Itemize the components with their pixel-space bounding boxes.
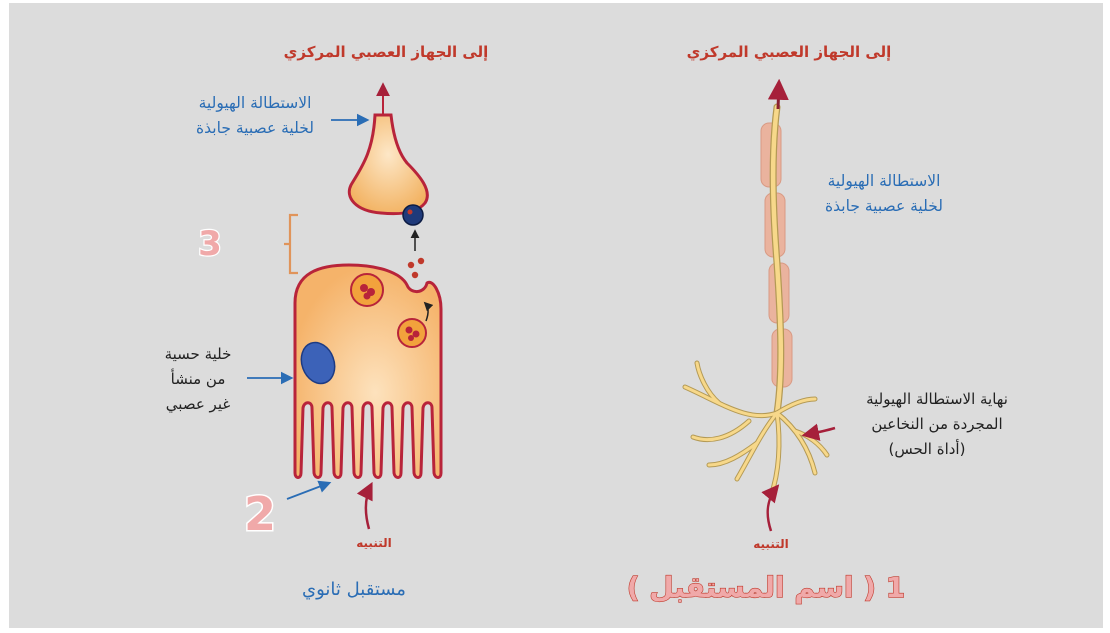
cell-label-line1: خلية حسية: [165, 345, 232, 363]
caption-secondary: مستقبل ثانوي: [302, 579, 406, 600]
cns-label-left: إلى الجهاز العصبي المركزي: [284, 43, 489, 62]
dendrite-label-right-line1: الاستطالة الهيولية: [828, 172, 941, 191]
cell-label-line2: من منشأ: [171, 368, 226, 388]
transmitter-dot: [412, 272, 418, 278]
transmitter-dot: [408, 262, 414, 268]
ending-label-line3: (أداة الحس): [889, 439, 966, 458]
vesicle-granule: [408, 335, 414, 341]
dendrite-label-left-line2: لخلية عصبية جابذة: [196, 119, 314, 137]
vesicle: [398, 319, 426, 347]
vesicle-granule: [360, 284, 368, 292]
receptor-site: [403, 205, 423, 225]
receptor-diagram: إلى الجهاز العصبي المركزي الاستطالة الهي…: [9, 3, 1103, 628]
cns-label-right: إلى الجهاز العصبي المركزي: [687, 43, 892, 62]
synapse-bracket: [284, 215, 298, 273]
vesicle-granule: [406, 327, 413, 334]
vesicle-granule: [364, 293, 371, 300]
dendrite-label-left-line1: الاستطالة الهيولية: [199, 94, 312, 113]
receptor-name-caption: 1 ( اسم المستقبل ): [627, 571, 906, 604]
ending-label-line1: نهاية الاستطالة الهيولية: [866, 390, 1008, 408]
receptor-site-dot: [408, 210, 413, 215]
ending-label-line2: المجردة من النخاعين: [871, 415, 1002, 433]
dendrite-terminal: [349, 115, 427, 214]
free-nerve-ending-outline: [685, 363, 827, 495]
cell-label-line3: غير عصبي: [166, 395, 231, 414]
stimulus-arrow-left: [366, 485, 371, 529]
stimulus-label-left: التنبيه: [356, 536, 392, 550]
transmitter-dot: [418, 258, 424, 264]
primary-receptor: إلى الجهاز العصبي المركزي الاستطالة الهي…: [627, 43, 1008, 604]
number-2: 2: [244, 487, 276, 541]
secondary-receptor: إلى الجهاز العصبي المركزي الاستطالة الهي…: [165, 43, 489, 600]
cns-arrow-right: [778, 83, 779, 109]
number-3: 3: [198, 224, 222, 264]
dendrite-label-right-line2: لخلية عصبية جابذة: [825, 197, 943, 215]
stimulus-label-right: التنبيه: [753, 537, 789, 551]
ending-pointer: [805, 428, 835, 435]
microvilli-pointer: [287, 483, 329, 499]
diagram-canvas: إلى الجهاز العصبي المركزي الاستطالة الهي…: [9, 3, 1103, 628]
